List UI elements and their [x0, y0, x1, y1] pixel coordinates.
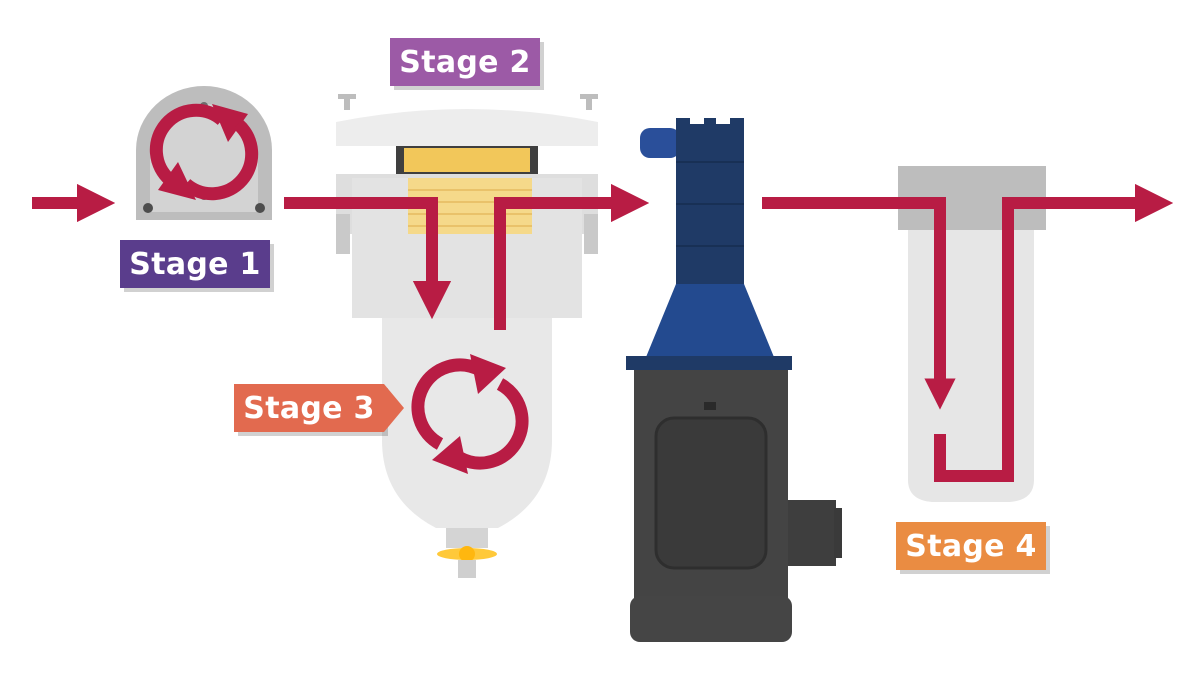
stage-4-label: Stage 4: [896, 522, 1046, 570]
flow-arrow-icon: [284, 197, 452, 320]
flow-arrow-icon: [934, 183, 1174, 482]
flow-arrows: [32, 183, 1174, 482]
recirculation-arrows-icon: [411, 354, 529, 474]
recirculation-arrows-icon: [149, 103, 259, 201]
stage-3-label: Stage 3: [234, 384, 384, 432]
stage-2-label: Stage 2: [390, 38, 540, 86]
stage-4-housing: [898, 166, 1046, 502]
stage-3-label-pointer: [384, 384, 404, 432]
stage-1-label: Stage 1: [120, 240, 270, 288]
flow-arrow-icon: [762, 197, 956, 410]
pump-motor: [626, 118, 842, 642]
filter-housing: [336, 94, 598, 578]
flow-arrow-icon: [494, 183, 650, 330]
